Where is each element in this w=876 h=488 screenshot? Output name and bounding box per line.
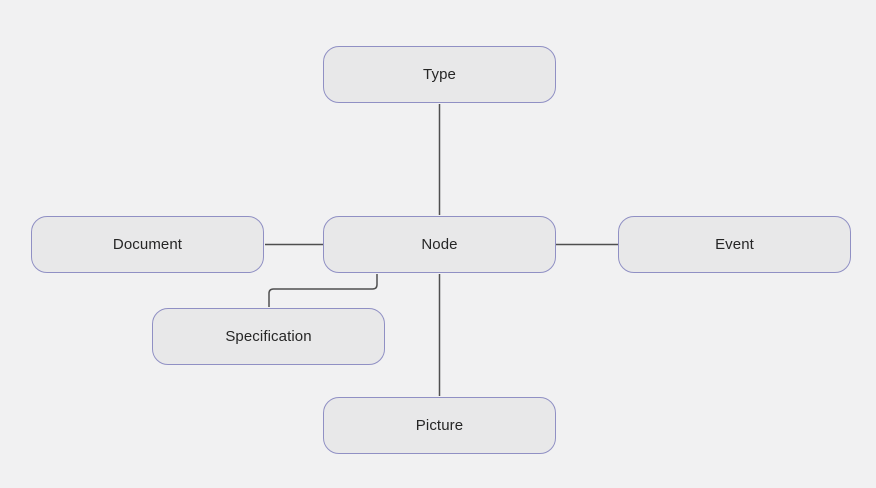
node-box-event[interactable]: Event [618,216,851,273]
node-box-specification[interactable]: Specification [152,308,385,365]
node-box-picture[interactable]: Picture [323,397,556,454]
node-box-node[interactable]: Node [323,216,556,273]
node-label-type: Type [423,66,456,83]
node-label-event: Event [715,236,754,253]
node-label-document: Document [112,236,183,253]
node-label-specification: Specification [225,328,312,345]
edge-node-specification [268,274,378,307]
node-box-type[interactable]: Type [323,46,556,103]
node-label-picture: Picture [415,417,464,434]
node-box-document[interactable]: Document [31,216,264,273]
node-label-node: Node [421,236,458,253]
